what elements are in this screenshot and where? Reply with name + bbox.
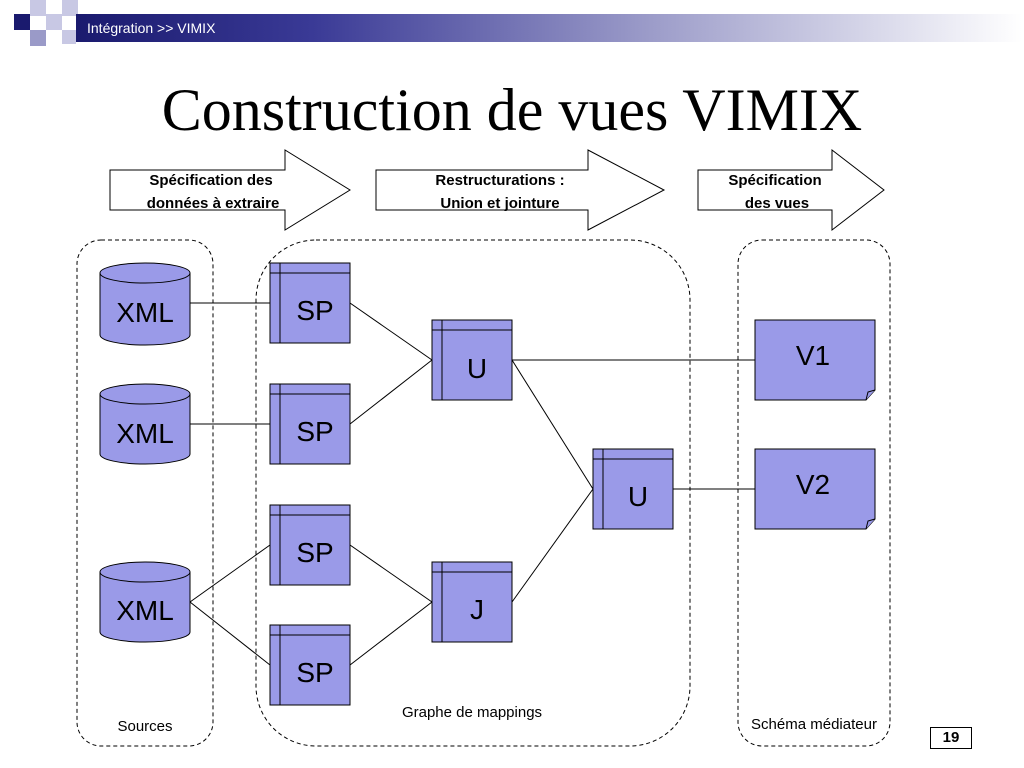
source-label: XML	[116, 297, 174, 328]
union-node-2: U	[592, 448, 674, 530]
phase-label: Union et jointure	[440, 195, 559, 212]
sources-caption: Sources	[117, 718, 172, 735]
sp-node-2: SP	[269, 383, 351, 465]
edges	[189, 302, 755, 666]
phase-label: données à extraire	[147, 195, 280, 212]
header-bar	[76, 14, 1022, 42]
union-node-1: U	[431, 319, 513, 401]
phase-arrow-extraction: Spécification des données à extraire	[109, 149, 351, 231]
sp-node-1: SP	[269, 262, 351, 344]
node-label: SP	[296, 657, 333, 688]
phase-label: des vues	[745, 195, 809, 212]
phase-label: Spécification des	[149, 172, 272, 189]
mappings-caption: Graphe de mappings	[402, 704, 542, 721]
phase-arrow-restructuring: Restructurations : Union et jointure	[375, 149, 666, 231]
logo-squares-icon	[14, 0, 78, 46]
xml-source-3: XML	[99, 561, 191, 643]
node-label: SP	[296, 295, 333, 326]
node-label: U	[467, 353, 487, 384]
view-node-2: V2	[754, 448, 876, 530]
xml-source-2: XML	[99, 383, 191, 465]
slide-title: Construction de vues VIMIX	[161, 77, 863, 143]
node-label: J	[470, 594, 484, 625]
phase-arrow-views: Spécification des vues	[697, 148, 885, 232]
node-label: SP	[296, 537, 333, 568]
xml-source-1: XML	[99, 262, 191, 346]
page-number: 19	[930, 727, 972, 749]
node-label: U	[628, 481, 648, 512]
source-label: XML	[116, 595, 174, 626]
mediator-group	[737, 239, 891, 747]
join-node: J	[431, 561, 513, 643]
view-node-1: V1	[754, 319, 876, 401]
node-label: SP	[296, 416, 333, 447]
sp-node-4: SP	[269, 624, 351, 706]
source-label: XML	[116, 418, 174, 449]
sp-node-3: SP	[269, 504, 351, 586]
mediator-caption: Schéma médiateur	[751, 716, 877, 733]
sources-group	[76, 239, 214, 747]
phase-label: Spécification	[728, 172, 821, 189]
view-label: V1	[796, 340, 830, 371]
phase-label: Restructurations :	[435, 172, 564, 189]
mappings-group	[255, 239, 691, 747]
view-label: V2	[796, 469, 830, 500]
breadcrumb: Intégration >> VIMIX	[87, 20, 216, 36]
